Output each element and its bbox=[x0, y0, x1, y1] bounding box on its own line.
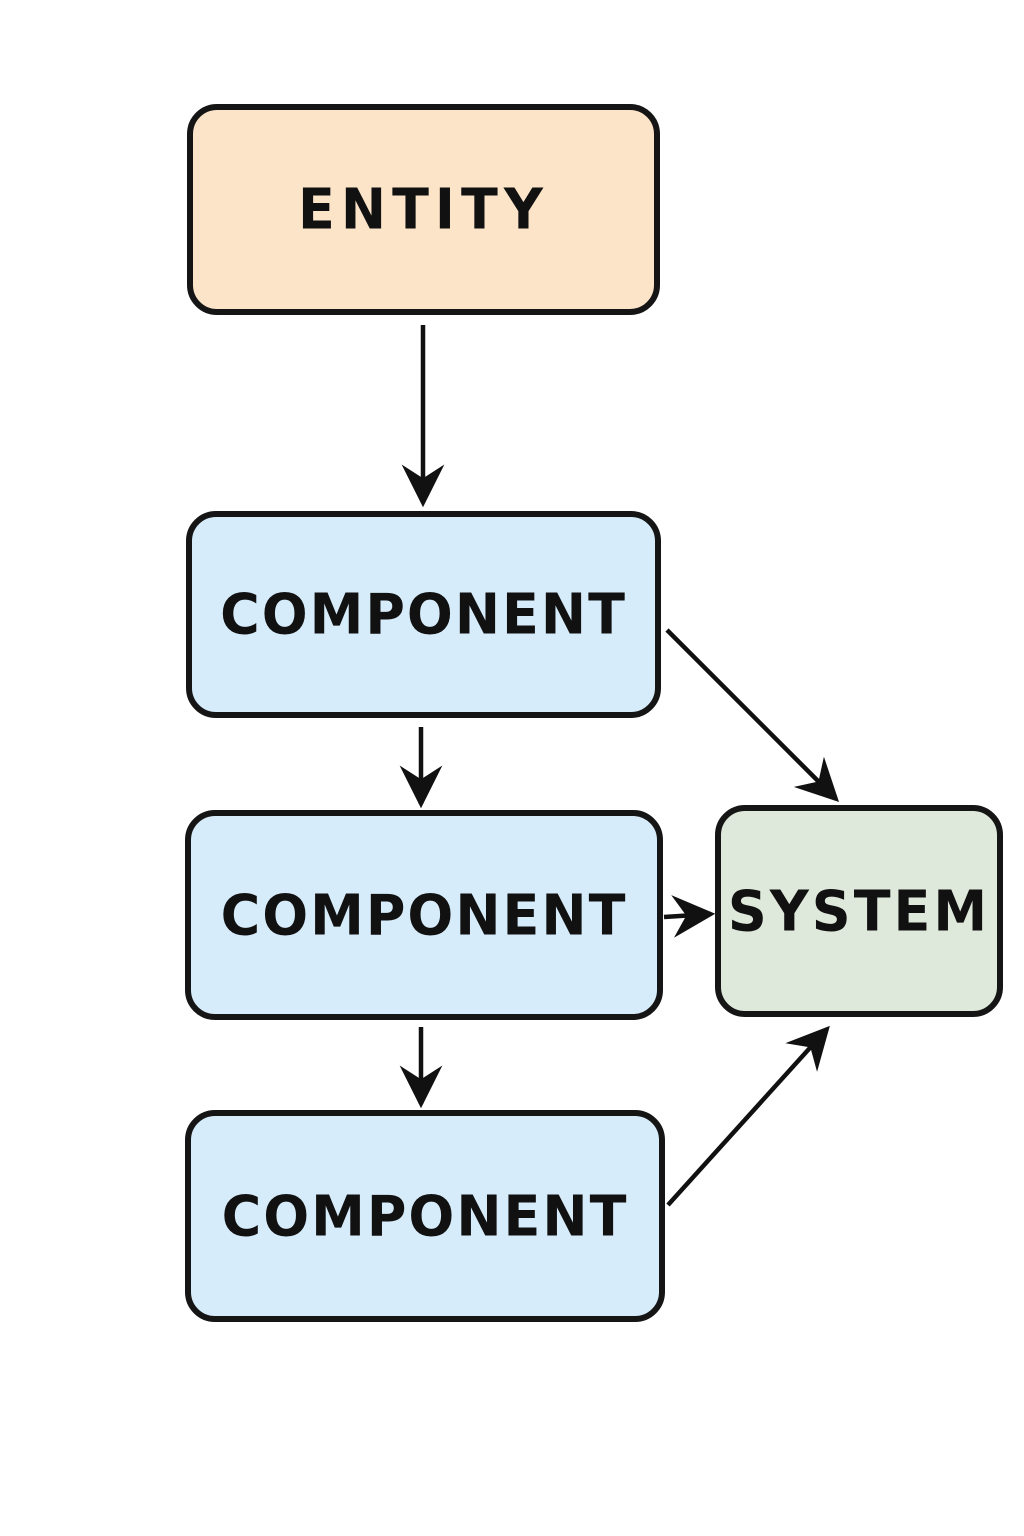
component-node-1: COMPONENT bbox=[186, 511, 661, 718]
component-node-3-label: COMPONENT bbox=[221, 1183, 629, 1249]
arrow-component1-to-system bbox=[665, 628, 840, 803]
component-node-2: COMPONENT bbox=[185, 810, 663, 1020]
entity-node-label: ENTITY bbox=[298, 176, 549, 243]
arrow-component2-to-system bbox=[663, 895, 716, 938]
entity-node: ENTITY bbox=[187, 104, 660, 315]
system-node-label: SYSTEM bbox=[727, 878, 991, 944]
component-node-2-label: COMPONENT bbox=[220, 882, 628, 948]
system-node: SYSTEM bbox=[715, 805, 1003, 1017]
component-node-1-label: COMPONENT bbox=[220, 581, 627, 648]
component-node-3: COMPONENT bbox=[185, 1110, 665, 1322]
arrow-component3-to-system bbox=[666, 1025, 830, 1207]
